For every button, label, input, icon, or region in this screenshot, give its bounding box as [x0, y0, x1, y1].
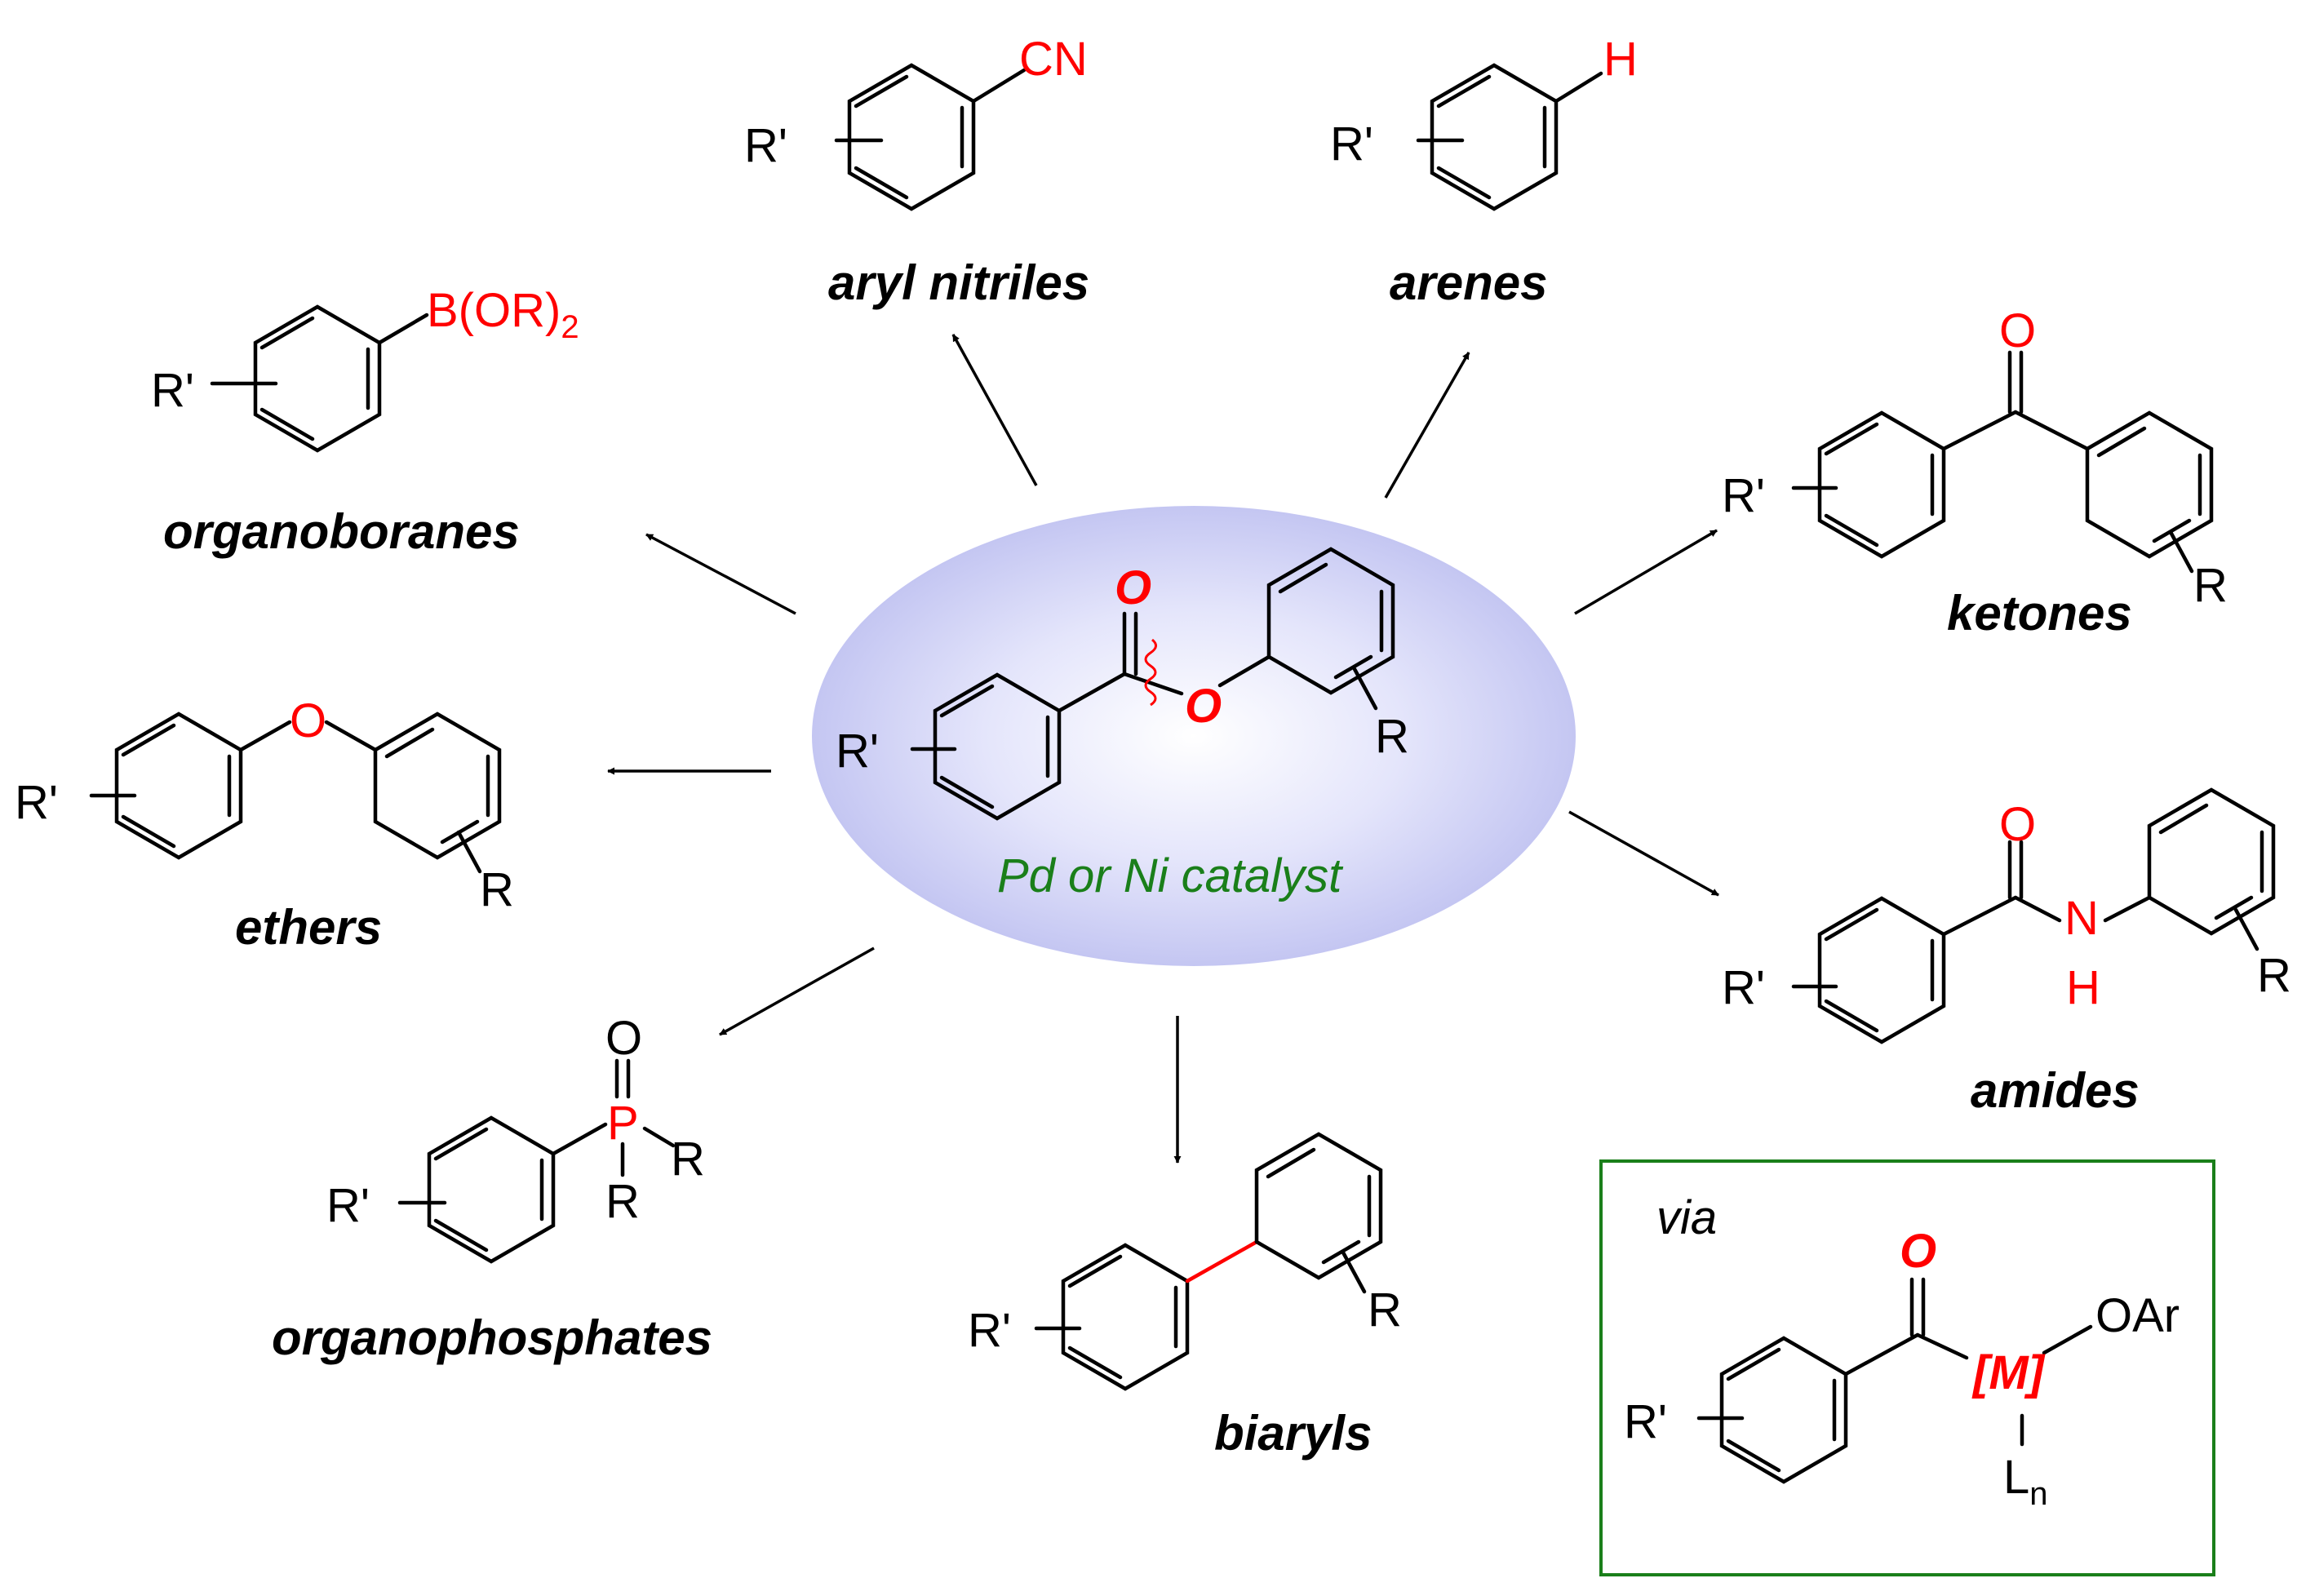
- phosphate-oxygen: O: [605, 1012, 642, 1065]
- via-oar: OAr: [2095, 1289, 2180, 1342]
- via-box-border: [1599, 1159, 2215, 1576]
- central-ester: O O R' R Pd or Ni catalyst: [812, 506, 1576, 966]
- via-r-prime: R': [1624, 1395, 1667, 1448]
- phosphorus-atom: P: [607, 1097, 639, 1150]
- ether-oxygen: O: [290, 694, 326, 747]
- biaryls-r: R: [1368, 1283, 1402, 1337]
- product-organophosphates: O P R R R' organophosphates: [272, 1012, 712, 1365]
- biaryl-bond: [1185, 1239, 1259, 1283]
- via-oxygen: O: [1900, 1225, 1936, 1278]
- ligand-l: L: [2003, 1451, 2029, 1504]
- amide-oxygen: O: [1999, 798, 2036, 851]
- catalyst-label: Pd or Ni catalyst: [997, 849, 1344, 902]
- aryl-nitriles-r-prime: R': [744, 119, 787, 172]
- arrow-to-organoboranes: [645, 533, 796, 615]
- arenes-r-prime: R': [1330, 117, 1373, 171]
- arrow-to-aryl-nitriles: [951, 334, 1038, 486]
- central-right-ring: [1266, 547, 1395, 711]
- arenes-label: arenes: [1390, 255, 1547, 310]
- ligand-subscript: n: [2029, 1476, 2047, 1512]
- amides-r-prime: R': [1722, 961, 1765, 1014]
- ketone-oxygen: O: [1999, 304, 2036, 357]
- via-intermediate-box: via O [M] OAr Ln R': [1599, 1159, 2215, 1576]
- phosphate-r-1: R: [671, 1133, 705, 1186]
- carbonyl-oxygen: O: [1115, 561, 1151, 614]
- amide-hydrogen: H: [2066, 961, 2100, 1014]
- biaryls-r-prime: R': [968, 1304, 1011, 1357]
- ethers-r-prime: R': [15, 776, 58, 829]
- cleavage-wavy-line: [1144, 638, 1157, 707]
- central-left-ring: [910, 672, 1062, 821]
- metal-center: [M]: [1971, 1346, 2046, 1399]
- arrow-to-organophosphates: [719, 947, 875, 1036]
- ketones-r-prime: R': [1722, 469, 1765, 522]
- biaryls-label: biaryls: [1214, 1406, 1372, 1461]
- nitrile-group: CN: [1019, 33, 1088, 86]
- reaction-arrows: [607, 334, 1719, 1164]
- via-label: via: [1656, 1191, 1717, 1244]
- arrow-to-arenes: [1384, 352, 1470, 499]
- product-organoboranes: R' B(OR)2 organoboranes: [151, 284, 579, 559]
- amide-nitrogen: N: [2064, 892, 2099, 945]
- product-aryl-nitriles: R' CN aryl nitriles: [744, 33, 1089, 310]
- product-biaryls: R' R biaryls: [968, 1132, 1402, 1461]
- via-ligand: Ln: [2003, 1451, 2048, 1512]
- product-amides: O N H R' R amides: [1722, 787, 2291, 1118]
- ketones-label: ketones: [1947, 586, 2132, 641]
- catalyst-ellipse: [812, 506, 1576, 966]
- product-ethers: O R' R ethers: [15, 694, 514, 955]
- organophosphates-label: organophosphates: [272, 1310, 712, 1365]
- amides-label: amides: [1971, 1063, 2140, 1118]
- phosphate-r-2: R: [605, 1175, 640, 1228]
- product-ketones: O R' R ketones: [1722, 304, 2228, 641]
- aryl-nitriles-label: aryl nitriles: [828, 255, 1089, 310]
- ketones-r: R: [2193, 559, 2228, 612]
- amides-r: R: [2257, 949, 2291, 1002]
- ester-oxygen: O: [1185, 680, 1222, 733]
- ethers-label: ethers: [235, 900, 382, 955]
- organoboranes-r-prime: R': [151, 364, 194, 417]
- boronate-subscript: 2: [561, 309, 579, 345]
- hydrogen-group: H: [1603, 33, 1638, 86]
- boronate-main: B(OR): [427, 284, 561, 337]
- ethers-r: R: [480, 863, 514, 916]
- organoboranes-label: organoboranes: [163, 504, 520, 559]
- product-arenes: R' H arenes: [1330, 33, 1638, 310]
- central-r-prime: R': [836, 725, 879, 778]
- boronate-group: B(OR)2: [427, 284, 579, 345]
- arrow-to-amides: [1568, 810, 1719, 897]
- central-r: R: [1375, 710, 1409, 763]
- arrow-to-ketones: [1574, 529, 1718, 615]
- organophosphates-r-prime: R': [326, 1179, 370, 1232]
